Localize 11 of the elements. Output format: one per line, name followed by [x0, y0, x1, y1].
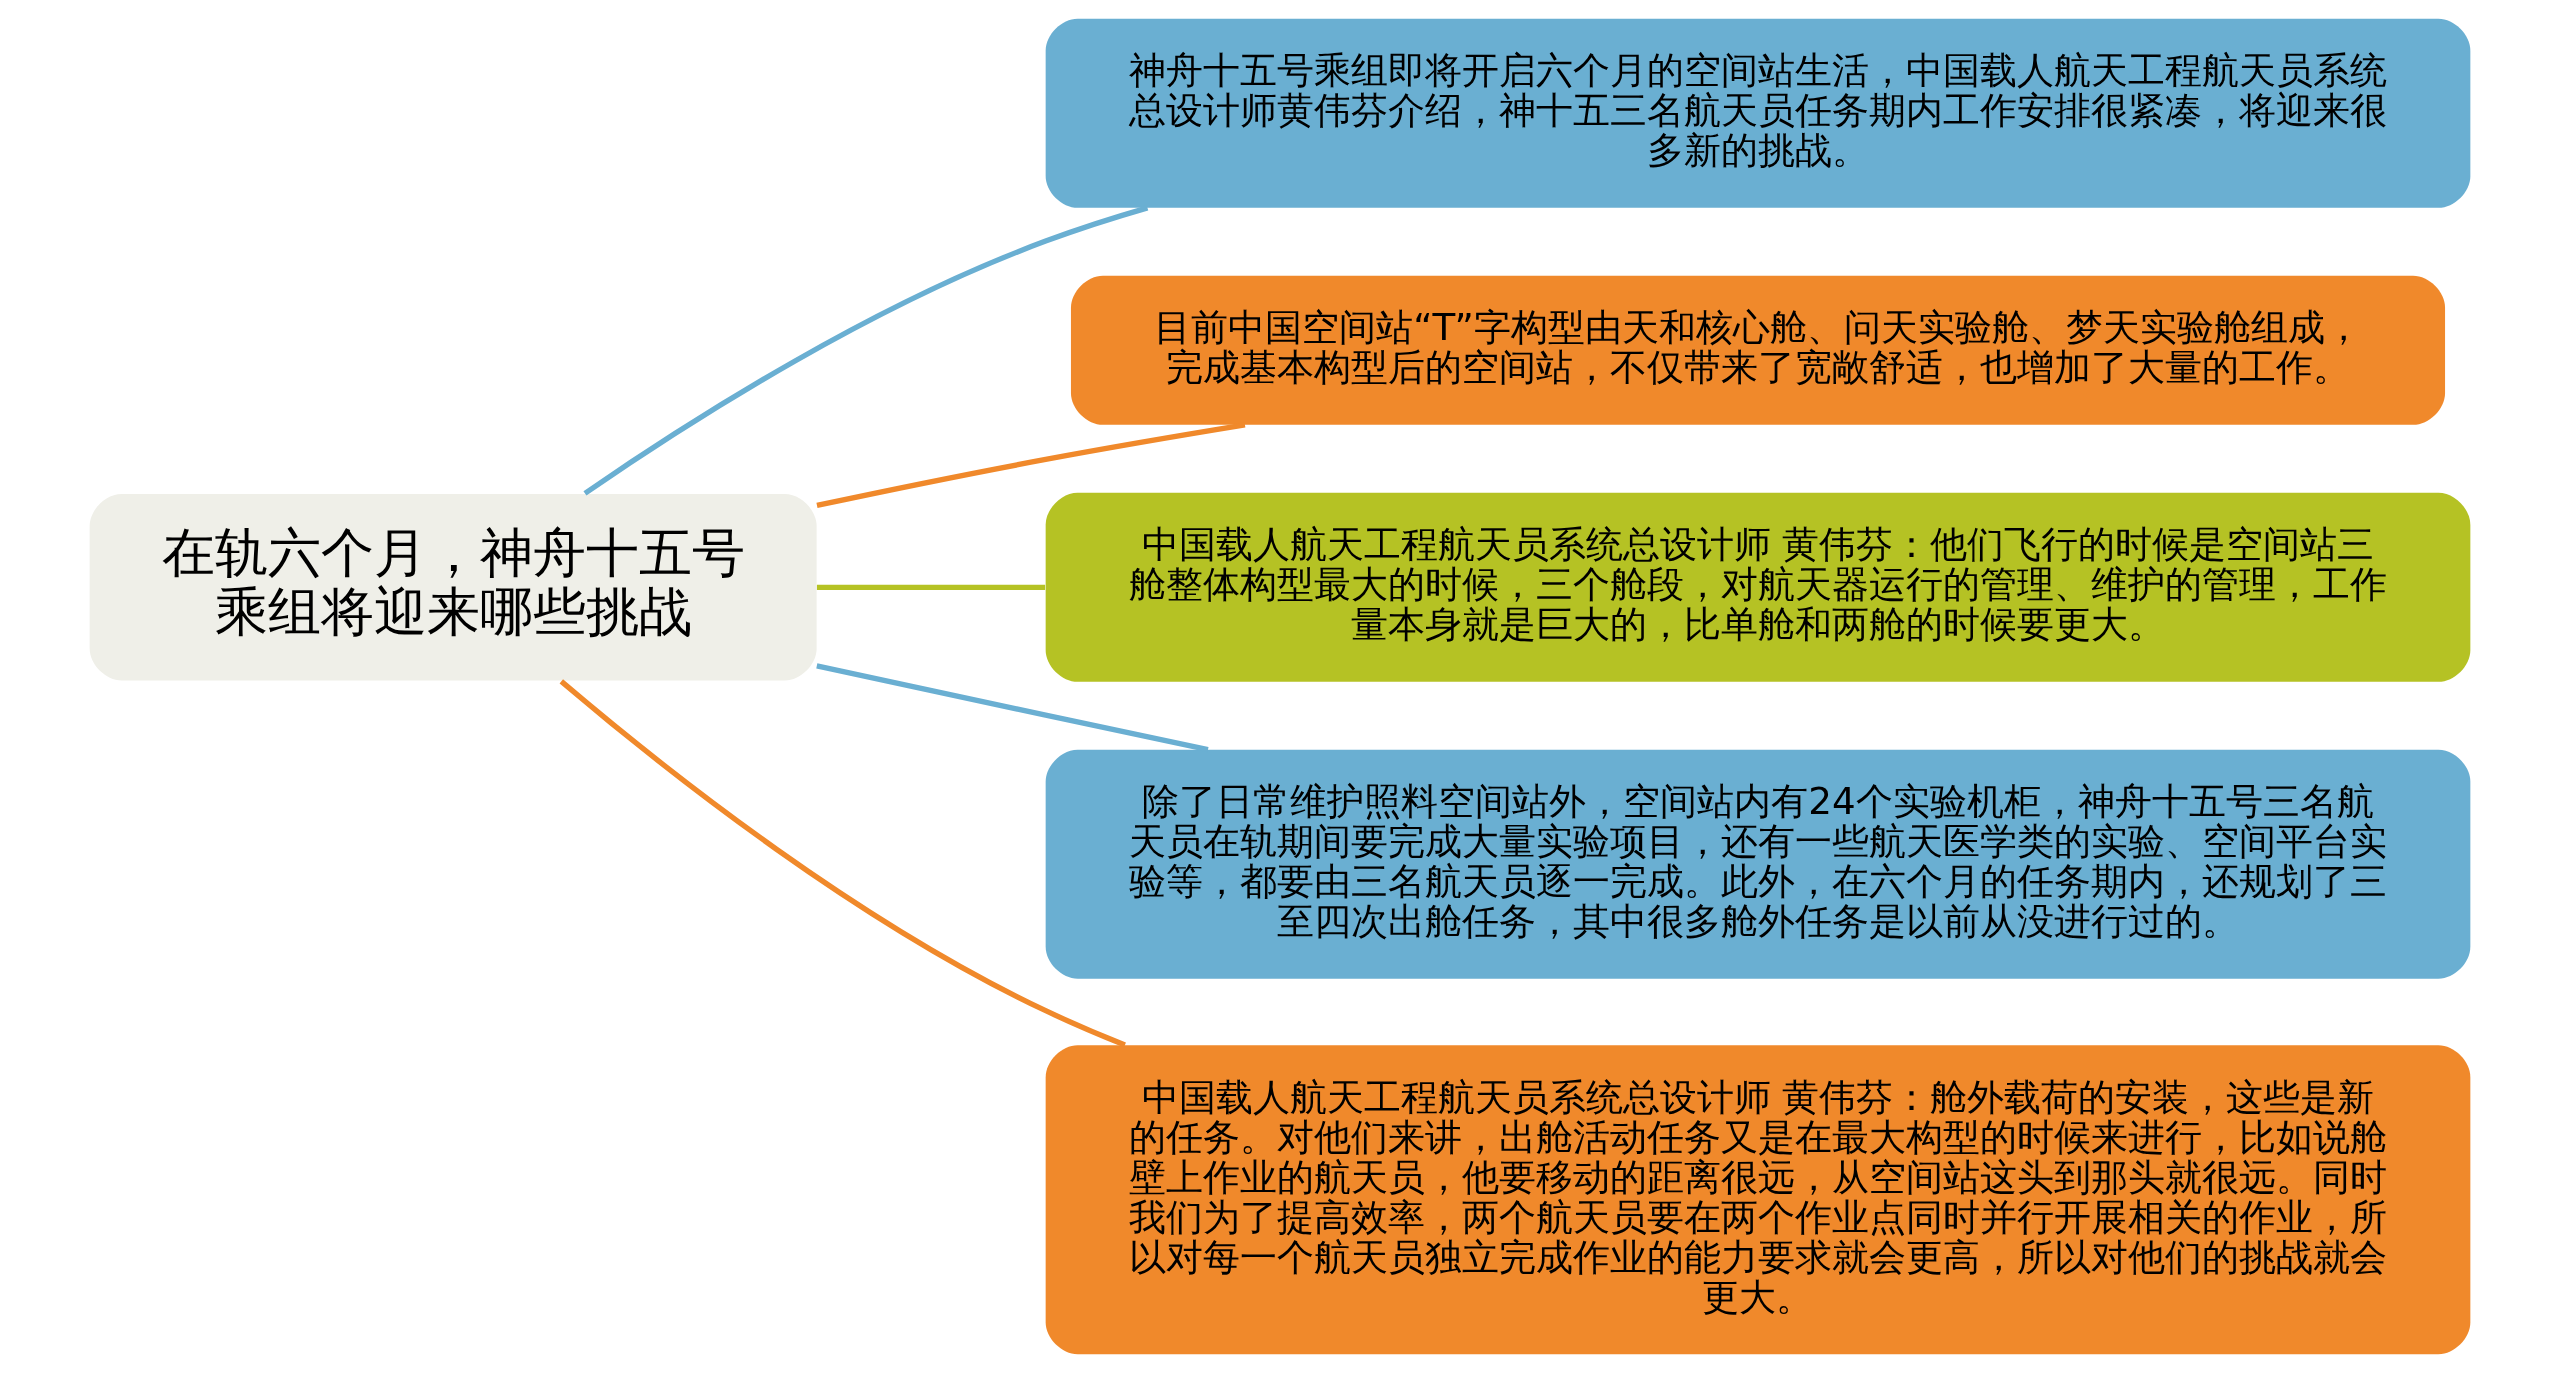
node-box: 除了日常维护照料空间站外，空间站内有24个实验机柜，神舟十五号三名航天员在轨期间要完成大量实验项目，还有一些航天医学类的实验、空间平台实验等，都要由三名航天员逐一完成。此外，在六个月的任务期内，还规划了三至四次出舱任务，其中很多舱外任务是以前从没进行过的。	[1045, 749, 2471, 979]
node-box: 中国载人航天工程航天员系统总设计师 黄伟芬：他们飞行的时候是空间站三舱整体构型最大的时候，三个舱段，对航天器运行的管理、维护的管理，工作量本身就是巨大的，比单舱和两舱的时候要更大。	[1045, 492, 2471, 682]
node-box: 中国载人航天工程航天员系统总设计师 黄伟芬：舱外载荷的安装，这些是新的任务。对他们来讲，出舱活动任务又是在最大构型的时候来进行，比如说舱壁上作业的航天员，他要移动的距离很远，从空间站这头到那头就很远。同时我们为了提高效率，两个航天员要在两个作业点同时并行开展相关的作业，所以对每一个航天员独立完成作业的能力要求就会更高，所以对他们的挑战就会更大。	[1045, 1045, 2471, 1355]
connector	[583, 205, 1149, 496]
connector	[559, 679, 1126, 1048]
connector	[816, 422, 1246, 509]
node-box: 神舟十五号乘组即将开启六个月的空间站生活，中国载人航天工程航天员系统总设计师黄伟芬介绍，神十五三名航天员任务期内工作安排很紧凑，将迎来很多新的挑战。	[1045, 18, 2471, 208]
node-box: 在轨六个月，神舟十五号乘组将迎来哪些挑战	[89, 494, 817, 681]
connector	[816, 584, 1046, 590]
node-box: 目前中国空间站“T”字构型由天和核心舱、问天实验舱、梦天实验舱组成，完成基本构型后的空间站，不仅带来了宽敞舒适，也增加了大量的工作。	[1070, 275, 2446, 425]
connector	[816, 663, 1209, 753]
